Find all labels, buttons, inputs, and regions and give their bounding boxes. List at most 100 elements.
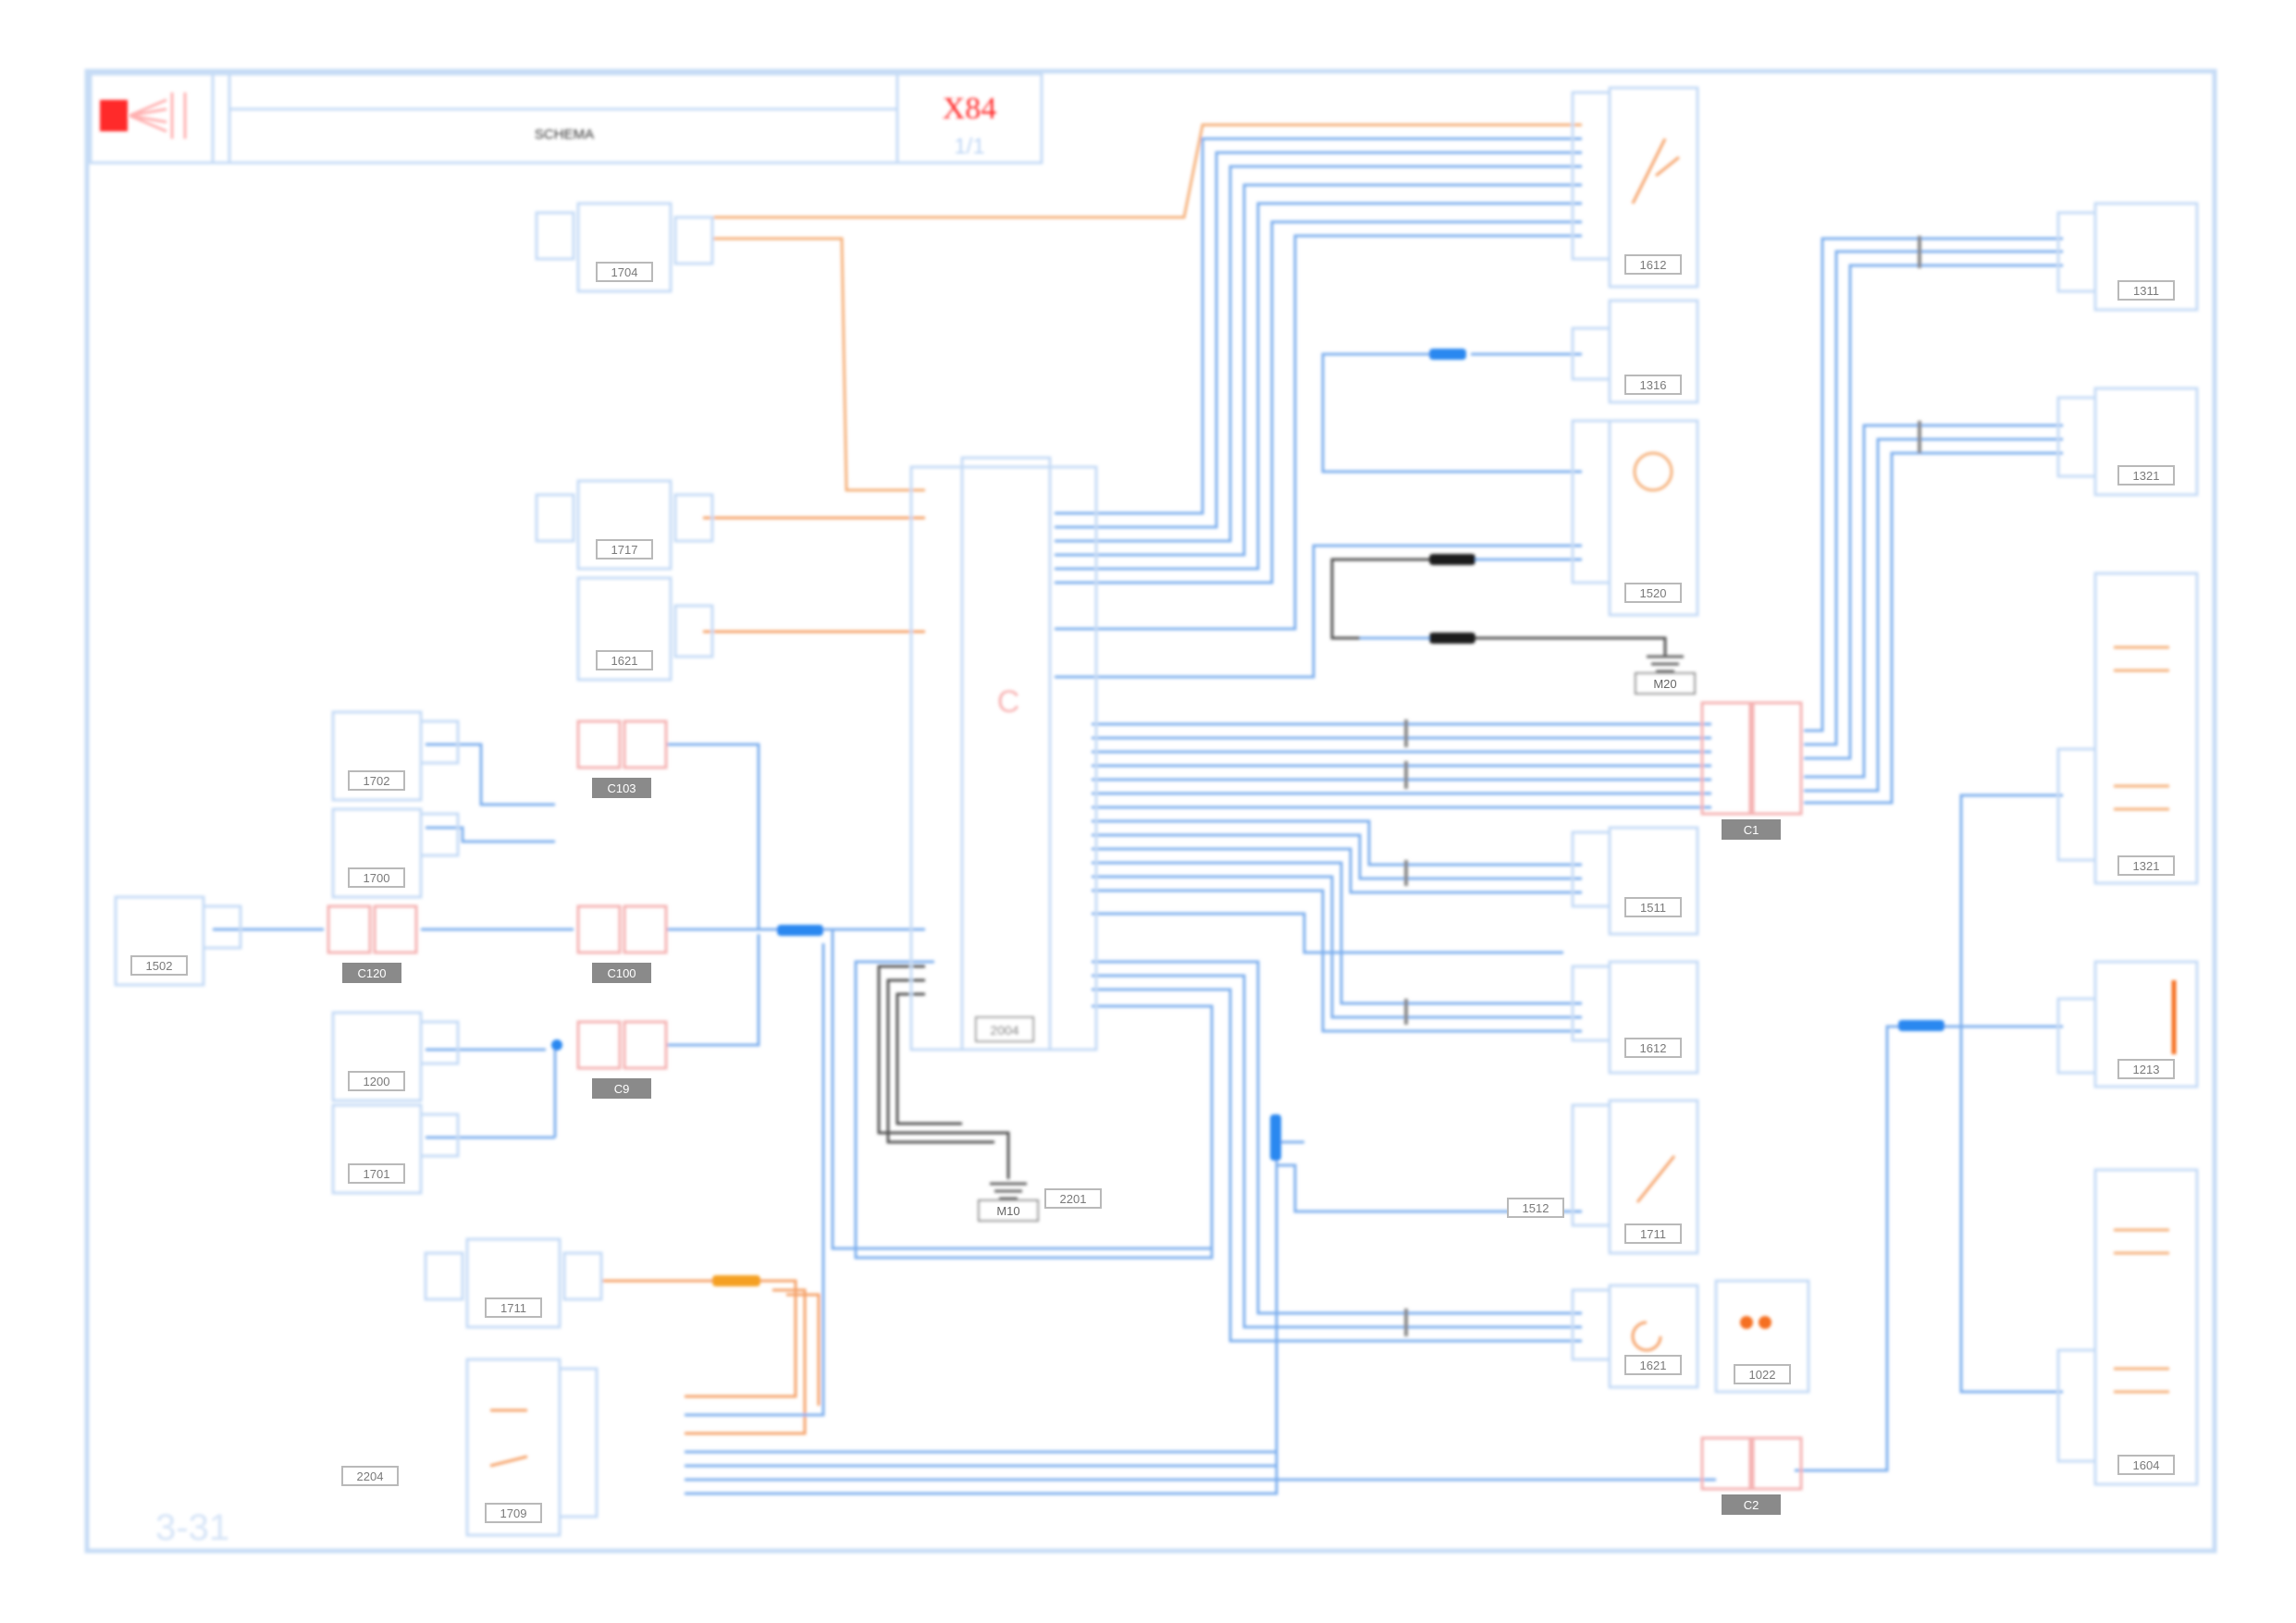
ignition-switch[interactable]: [465, 1358, 599, 1537]
twist-markers: [1404, 236, 1921, 1336]
splice-blue: [1898, 1020, 1944, 1031]
engine-ecu[interactable]: C 2004: [909, 456, 1098, 1051]
connector-c120[interactable]: [327, 904, 418, 954]
component-label-tag: 1621: [1624, 1355, 1682, 1375]
component-label: 1200: [364, 1075, 390, 1088]
injector-2[interactable]: [331, 807, 460, 899]
component-label-tag: 1022: [1734, 1364, 1791, 1384]
component-label: 1612: [1640, 1041, 1667, 1055]
connector-c100[interactable]: [576, 904, 668, 954]
component-label-tag: 1213: [2117, 1059, 2175, 1079]
component-label-tag: 1604: [2117, 1455, 2175, 1475]
component-label-tag: 1612: [1624, 1038, 1682, 1058]
splice-black: [1429, 633, 1475, 644]
wires: [213, 123, 2063, 1495]
brand-logo: [100, 100, 128, 131]
connector-c1[interactable]: [1700, 701, 1803, 816]
component-label-tag: 1200: [348, 1071, 405, 1091]
right-relay-block-3[interactable]: [2056, 1168, 2199, 1486]
fuel-temp-sensor[interactable]: [576, 576, 714, 682]
component-label-tag: 1520: [1624, 583, 1682, 603]
component-label: 1321: [2133, 469, 2160, 483]
component-label-tag: 1316: [1624, 375, 1682, 395]
coolant-sensor[interactable]: [535, 202, 714, 293]
title-block: SCHEMA X84 1/1: [89, 72, 1043, 165]
component-label: 1621: [1640, 1359, 1667, 1372]
component-label: 1612: [1640, 258, 1667, 272]
speed-sensor[interactable]: [1571, 1284, 1699, 1389]
throttle-position-sensor[interactable]: [1571, 86, 1699, 289]
component-label: 1701: [364, 1167, 390, 1181]
component-label: 1213: [2133, 1063, 2160, 1076]
component-label-tag: 1321: [2117, 465, 2175, 486]
right-lamp-second[interactable]: [2056, 387, 2199, 497]
component-label-tag: 1701: [348, 1163, 405, 1184]
component-label-tag: 1512: [1507, 1198, 1564, 1218]
component-label-tag: 2204: [341, 1466, 399, 1486]
ecu-label: 2004: [990, 1023, 1018, 1038]
component-label-tag: 1502: [130, 955, 188, 976]
component-label-tag: 1321: [2117, 855, 2175, 876]
sheet-code: X84: [943, 92, 997, 126]
connector-c2[interactable]: [1700, 1436, 1803, 1491]
connector-label-tag: C1: [1722, 819, 1781, 840]
connector-label-tag: C2: [1722, 1494, 1781, 1515]
connector-label: C1: [1744, 823, 1759, 837]
component-label: 1704: [611, 265, 638, 279]
connector-label: C100: [607, 966, 636, 980]
component-label: 1700: [364, 871, 390, 885]
right-relay-block-2[interactable]: [2056, 960, 2199, 1088]
oil-sensor[interactable]: [424, 1237, 603, 1329]
splice-blue: [1429, 349, 1466, 360]
component-label-tag: 1612: [1624, 254, 1682, 275]
schematic-title: SCHEMA: [535, 127, 594, 142]
injector-3[interactable]: [114, 895, 242, 987]
connector-label-tag: C100: [592, 963, 651, 983]
component-label-tag: 1311: [2117, 280, 2175, 301]
component-label: 1717: [611, 543, 638, 557]
ecu-symbol: C: [997, 684, 1020, 719]
component-label-tag: 1711: [1624, 1223, 1682, 1244]
component-label-tag: 1709: [485, 1503, 542, 1523]
component-label: 1709: [500, 1506, 527, 1520]
ground-label: M10: [996, 1204, 1019, 1218]
component-label: 1311: [2133, 284, 2159, 298]
right-relay-block-1[interactable]: [2056, 572, 2199, 885]
component-label: 1702: [364, 774, 390, 788]
page-marker: 3-31: [155, 1507, 229, 1548]
connector-c103[interactable]: [576, 719, 668, 769]
manifold-pressure-sensor[interactable]: [1571, 419, 1699, 617]
component-label-tag: 2201: [1044, 1188, 1102, 1209]
led-indicator[interactable]: [1714, 1279, 1810, 1394]
splice-blue: [1270, 1114, 1281, 1161]
injector-1[interactable]: [331, 710, 460, 802]
component-label-tag: 1702: [348, 770, 405, 791]
air-temp-sensor[interactable]: [535, 479, 714, 571]
component-label: 1502: [146, 959, 173, 973]
component-label-tag: 1717: [596, 539, 653, 559]
injector-4[interactable]: [331, 1011, 460, 1102]
component-label-tag: 1700: [348, 867, 405, 888]
splices: [551, 349, 1944, 1286]
connector-c9[interactable]: [576, 1020, 668, 1070]
component-label: 1512: [1523, 1201, 1549, 1215]
knock-sensor[interactable]: [1571, 299, 1699, 404]
component-label: 1511: [1640, 901, 1666, 915]
sheet-sub: 1/1: [954, 134, 984, 159]
component-label-tag: 1711: [485, 1297, 542, 1318]
relay-module-1[interactable]: [1571, 826, 1699, 936]
connector-label: C120: [357, 966, 386, 980]
component-label: 2204: [357, 1469, 384, 1483]
injector-5[interactable]: [331, 1103, 460, 1195]
component-label-tag: 1621: [596, 650, 653, 670]
connector-label-tag: C103: [592, 778, 651, 798]
right-lamp-top[interactable]: [2056, 202, 2199, 312]
idle-actuator[interactable]: [1571, 1099, 1699, 1255]
component-label: 1321: [2133, 859, 2160, 873]
connector-label-tag: C120: [342, 963, 401, 983]
ground-m10: [978, 1182, 1039, 1222]
component-label: 1711: [1640, 1227, 1666, 1241]
component-label: 1316: [1640, 378, 1667, 392]
relay-module-2[interactable]: [1571, 960, 1699, 1075]
